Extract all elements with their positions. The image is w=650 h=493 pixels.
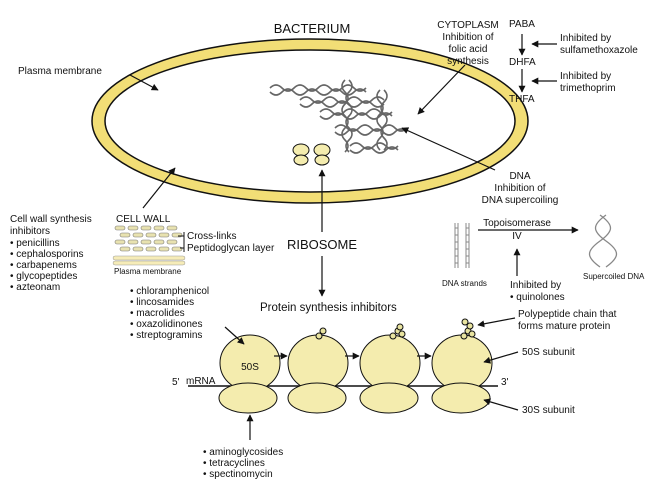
ribosome-complex-4 (431, 318, 493, 414)
paba-label: PABA (509, 19, 535, 30)
cell-ribosome-icon (292, 143, 331, 166)
ribosome-complex-2 (287, 327, 349, 414)
cytoplasm-title: CYTOPLASM (437, 20, 499, 31)
dna-tangle (269, 79, 408, 154)
thfa-label: THFA (509, 94, 535, 105)
ribosome-complex-3 (359, 323, 421, 414)
list-item: quinolones (510, 292, 564, 303)
list-item: cephalosporins (10, 249, 83, 260)
ribosome-title: RIBOSOME (286, 237, 358, 252)
polypeptide-line1: Polypeptide chain that (518, 309, 617, 320)
list-item: chloramphenicol (130, 286, 209, 297)
sulfamethoxazole-line1: Inhibited by (560, 33, 612, 44)
list-item: spectinomycin (203, 469, 283, 480)
topoisomerase-label-line1: Topoisomerase (483, 218, 551, 229)
dhfa-label: DHFA (509, 57, 536, 68)
subunit-50s-label: 50S subunit (522, 347, 575, 358)
subunit-30s-label: 30S subunit (522, 405, 575, 416)
inhibitors-50s-arrow (224, 326, 245, 345)
cytoplasm-line3: synthesis (447, 56, 489, 67)
bacterium-title: BACTERIUM (273, 21, 351, 36)
cytoplasm-line1: Inhibition of (442, 32, 494, 43)
dna-title: DNA (509, 171, 531, 182)
cell-wall-inhibitors-title-line2: inhibitors (10, 226, 51, 237)
subunit-30s-arrow (483, 398, 519, 411)
dna-arrow (401, 127, 496, 171)
ribosome-complex-1 (218, 334, 281, 414)
dna-strands-icon (454, 223, 470, 268)
quinolones-inhibited-by: Inhibited by (510, 280, 562, 291)
sulfamethoxazole-line2: sulfamethoxazole (560, 45, 638, 56)
list-item: aminoglycosides (203, 447, 283, 458)
polypeptide-line2: forms mature protein (518, 321, 611, 332)
protein-synthesis-title: Protein synthesis inhibitors (260, 302, 397, 314)
supercoiled-dna-icon (588, 214, 618, 268)
dna-line2: DNA supercoiling (481, 195, 559, 206)
peptidoglycan-layer-icon (114, 225, 183, 252)
quinolones-list: quinolones (510, 292, 564, 303)
bacterium-cell (91, 38, 529, 204)
supercoiled-dna-label: Supercoiled DNA (583, 272, 645, 281)
mrna-label: mRNA (186, 376, 216, 387)
list-item: penicillins (10, 238, 84, 249)
list-item: lincosamides (130, 297, 209, 308)
inhibitors-30s-list: aminoglycosides tetracyclines spectinomy… (203, 447, 283, 480)
list-item: azteonam (10, 282, 84, 293)
cytoplasm-line2: folic acid (448, 44, 488, 55)
cell-wall-title: CELL WALL (116, 214, 171, 225)
mrna-5-prime-label: 5' (172, 377, 180, 388)
subunit-50s-inline-label: 50S (241, 362, 259, 373)
cross-links-label: Cross-links (187, 231, 237, 242)
cell-wall-inhibitors-list: penicillins cephalosporins carbapenems g… (10, 238, 84, 293)
cell-wall-arrow (142, 167, 176, 209)
subunit-50s-arrow (483, 351, 519, 364)
mrna-3-prime-label: 3' (501, 377, 509, 388)
list-item: glycopeptides (10, 271, 84, 282)
list-item: macrolides (130, 308, 209, 319)
list-item: tetracyclines (203, 458, 283, 469)
trimethoprim-line1: Inhibited by (560, 71, 612, 82)
cytoplasm-arrow (417, 64, 466, 115)
peptidoglycan-label: Peptidoglycan layer (187, 243, 275, 254)
polypeptide-arrow (477, 317, 516, 328)
dna-strands-label: DNA strands (442, 279, 487, 288)
dna-line1: Inhibition of (494, 183, 546, 194)
inhibitors-50s-list: chloramphenicol lincosamides macrolides … (130, 286, 209, 341)
cell-wall-inhibitors-title-line1: Cell wall synthesis (10, 214, 92, 225)
cell-wall-membrane-label: Plasma membrane (114, 267, 182, 276)
list-item: streptogramins (130, 330, 209, 341)
cell-wall-membrane-icon (112, 255, 186, 266)
trimethoprim-line2: trimethoprim (560, 83, 616, 94)
topoisomerase-label-line2: IV (512, 231, 522, 242)
list-item: oxazolidinones (130, 319, 209, 330)
plasma-membrane-label: Plasma membrane (18, 66, 102, 77)
plasma-membrane-arrow (129, 74, 159, 91)
list-item: carbapenems (10, 260, 84, 271)
